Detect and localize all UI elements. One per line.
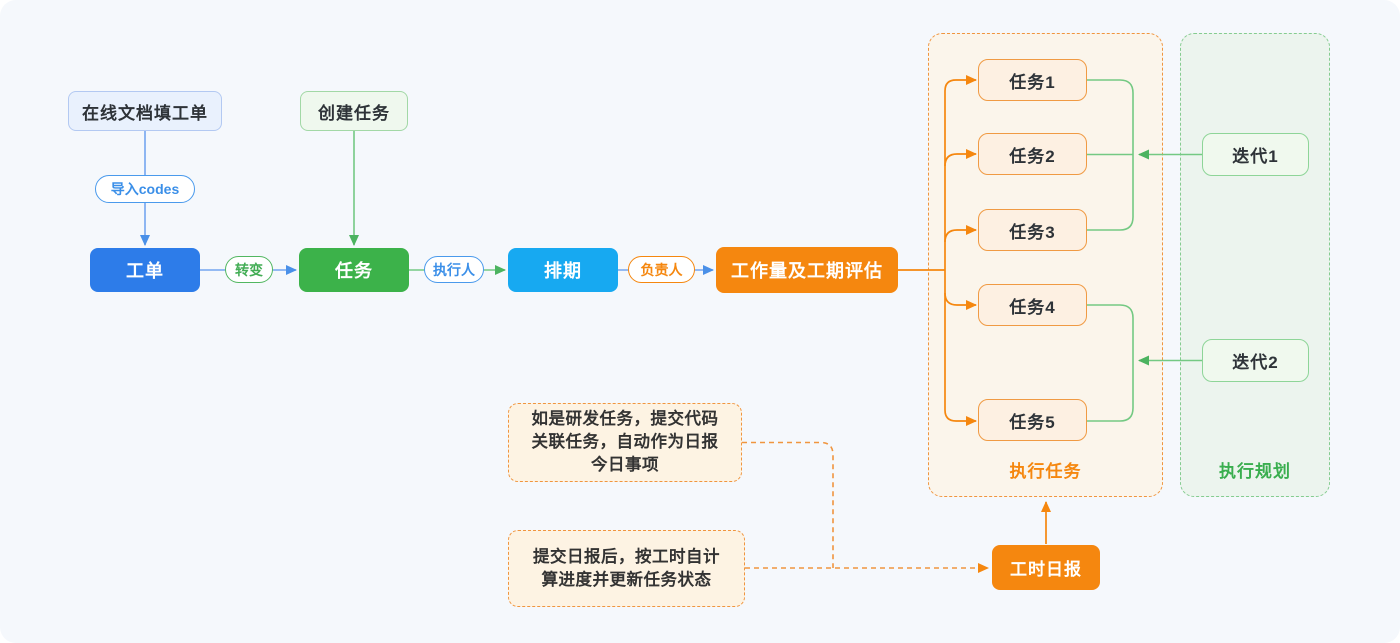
execution-plan-container: [1180, 33, 1330, 497]
execution-tasks-container: [928, 33, 1163, 497]
